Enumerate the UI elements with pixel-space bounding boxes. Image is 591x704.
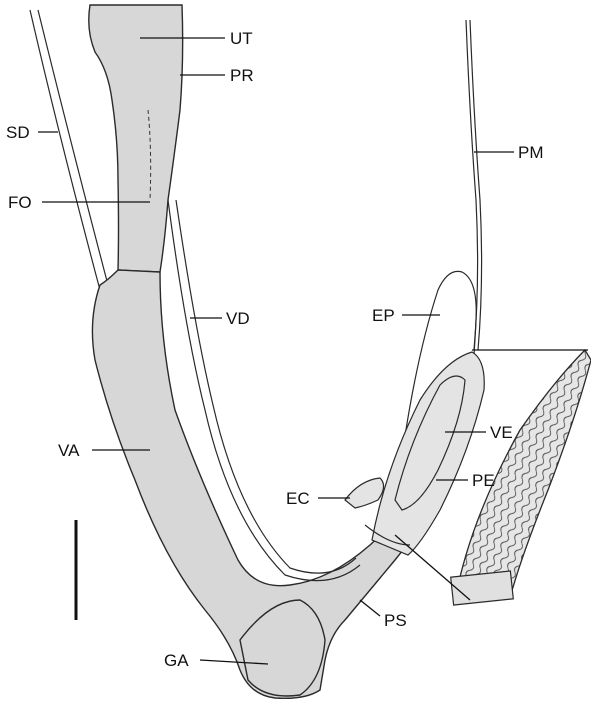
label-fo: FO — [8, 193, 32, 212]
spermoviduct-prostate — [89, 5, 183, 272]
label-ec: EC — [286, 489, 310, 508]
label-sd: SD — [6, 123, 30, 142]
label-ps: PS — [384, 611, 407, 630]
label-ga: GA — [164, 651, 189, 670]
inset-connector-bottom — [395, 535, 470, 600]
epiphallic-caecum — [345, 478, 384, 508]
label-ut: UT — [230, 29, 253, 48]
label-pm: PM — [518, 143, 544, 162]
label-vd: VD — [226, 309, 250, 328]
label-va: VA — [58, 441, 80, 460]
inset-cut-base — [451, 571, 514, 605]
sperm-duct — [30, 10, 100, 290]
label-pr: PR — [230, 66, 254, 85]
label-ep: EP — [372, 306, 395, 325]
penis — [372, 352, 484, 555]
label-pe: PE — [472, 471, 495, 490]
leader-ps — [360, 600, 380, 616]
label-ve: VE — [490, 423, 513, 442]
